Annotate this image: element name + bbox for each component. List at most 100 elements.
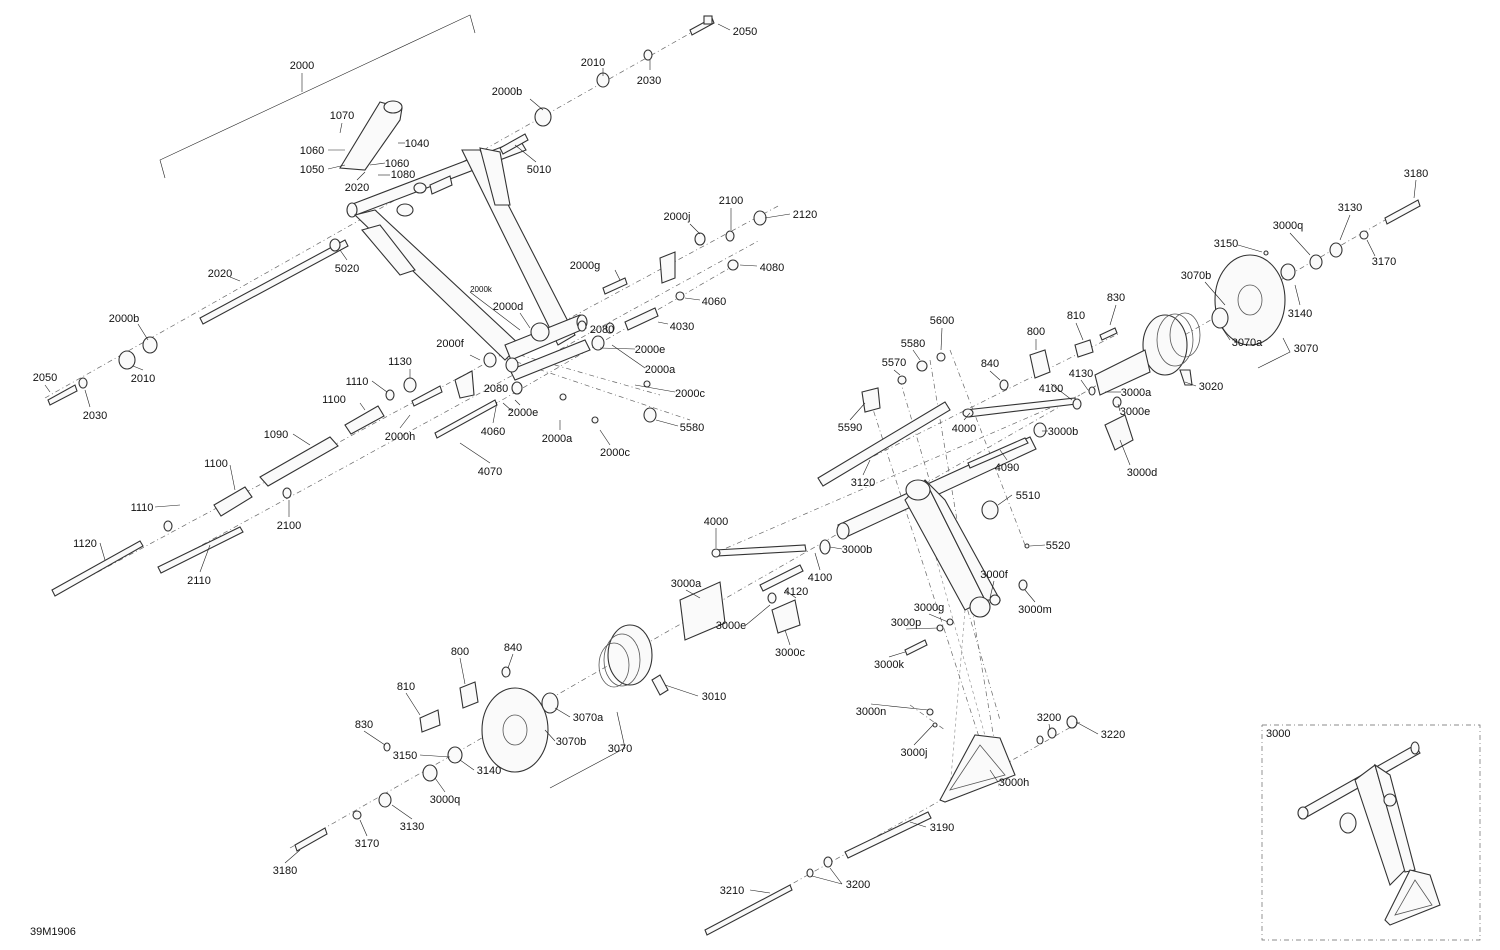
part-callout: 2000c [675, 388, 705, 400]
part-callout: 1110 [346, 376, 369, 388]
part-callout: 800 [1027, 326, 1045, 338]
rear-arm [711, 352, 1134, 728]
part-callout: 3070b [1181, 270, 1212, 282]
part-callout: 5590 [838, 422, 862, 434]
part-callout: 1110 [131, 502, 154, 514]
part-callout: 810 [397, 681, 415, 693]
part-callout: 4070 [478, 466, 502, 478]
part-callout: 2000f [436, 338, 464, 350]
part-callout: 5520 [1046, 540, 1070, 552]
part-callout: 1130 [388, 356, 412, 368]
inset-panel [1261, 724, 1481, 941]
part-callout: 3140 [477, 765, 501, 777]
part-callout: 3010 [702, 691, 726, 703]
part-callout: 2000b [492, 86, 523, 98]
part-callout: 3000q [1273, 220, 1304, 232]
part-callout: 2000h [385, 431, 416, 443]
diagram-code: 39M1906 [30, 926, 76, 938]
part-callout: 2020 [345, 182, 369, 194]
part-callout: 4100 [1039, 383, 1063, 395]
part-callout: 2000b [109, 313, 140, 325]
part-callout: 3120 [851, 477, 875, 489]
front-hardware [47, 15, 767, 597]
part-callout: 3200 [846, 879, 870, 891]
part-callout: 1090 [264, 429, 288, 441]
part-callout: 2050 [733, 26, 757, 38]
part-callout: 3000d [1127, 467, 1158, 479]
part-callout: 830 [355, 719, 373, 731]
part-callout: 4060 [481, 426, 505, 438]
part-callout: 3070b [556, 736, 587, 748]
part-callout: 4090 [995, 462, 1019, 474]
part-callout: 2010 [131, 373, 155, 385]
part-callout: 3000m [1018, 604, 1052, 616]
part-callout: 1070 [330, 110, 354, 122]
part-callout: 3000q [430, 794, 461, 806]
part-callout: 810 [1067, 310, 1085, 322]
part-callout: 1060 [300, 145, 324, 157]
part-callout: 3000f [980, 569, 1008, 581]
part-callout: 2000k [470, 285, 493, 294]
part-callout: 4030 [670, 321, 694, 333]
part-callout: 1120 [73, 538, 97, 550]
part-callout: 840 [981, 358, 999, 370]
assembly-2000-bracket [159, 14, 476, 179]
part-callout: 2030 [637, 75, 661, 87]
callout-labels: 20502010203020002000b1070104010601060105… [33, 26, 1428, 897]
part-callout: 3070a [1232, 337, 1263, 349]
part-callout: 2000e [508, 407, 539, 419]
part-callout: 840 [504, 642, 522, 654]
part-callout: 2050 [33, 372, 57, 384]
part-callout: 5510 [1016, 490, 1040, 502]
part-callout: 4120 [784, 586, 808, 598]
right-spring-group [999, 199, 1421, 396]
part-callout: 3220 [1101, 729, 1125, 741]
part-callout: 2000a [542, 433, 573, 445]
part-callout: 3210 [720, 885, 744, 897]
part-callout: 4080 [760, 262, 784, 274]
part-callout: 3130 [400, 821, 424, 833]
part-callout: 3000p [891, 617, 922, 629]
axis-lines [44, 21, 1421, 931]
part-callout: 4100 [808, 572, 832, 584]
part-callout: 830 [1107, 292, 1125, 304]
part-callout: 2000a [645, 364, 676, 376]
part-callout: 3020 [1199, 381, 1223, 393]
part-callout: 2000j [664, 211, 691, 223]
part-callout: 3000j [901, 747, 928, 759]
part-callout: 3000n [856, 706, 887, 718]
part-callout: 3200 [1037, 712, 1061, 724]
part-callout: 2110 [187, 575, 211, 587]
part-callout: 1060 [385, 158, 409, 170]
part-callout: 3180 [1404, 168, 1428, 180]
part-callout: 2000g [570, 260, 601, 272]
part-callout: 4000 [952, 423, 976, 435]
part-callout: 5010 [527, 164, 551, 176]
left-spring-group [294, 581, 726, 852]
part-callout: 3000a [1121, 387, 1152, 399]
leader-lines [44, 23, 1417, 894]
part-callout: 2020 [208, 268, 232, 280]
part-callout: 2080 [484, 383, 508, 395]
part-callout: 3070 [608, 743, 632, 755]
part-callout: 3000g [914, 602, 945, 614]
part-callout: 3000e [1120, 406, 1151, 418]
part-callout: 5580 [901, 338, 925, 350]
part-callout: 5580 [680, 422, 704, 434]
part-callout: 1050 [300, 164, 324, 176]
part-callout: 4000 [704, 516, 728, 528]
part-callout: 5600 [930, 315, 954, 327]
part-callout: 3000b [1048, 426, 1079, 438]
part-callout: 3150 [1214, 238, 1238, 250]
part-callout: 3000k [874, 659, 904, 671]
part-callout: 2100 [277, 520, 301, 532]
part-callout: 1080 [391, 169, 415, 181]
part-callout: 3190 [930, 822, 954, 834]
part-callout: 2000d [493, 301, 524, 313]
part-callout: 3000a [671, 578, 702, 590]
inset-label: 3000 [1266, 728, 1290, 740]
part-callout: 1100 [204, 458, 228, 470]
part-callout: 3070 [1294, 343, 1318, 355]
part-callout: 3140 [1288, 308, 1312, 320]
part-callout: 3070a [573, 712, 604, 724]
